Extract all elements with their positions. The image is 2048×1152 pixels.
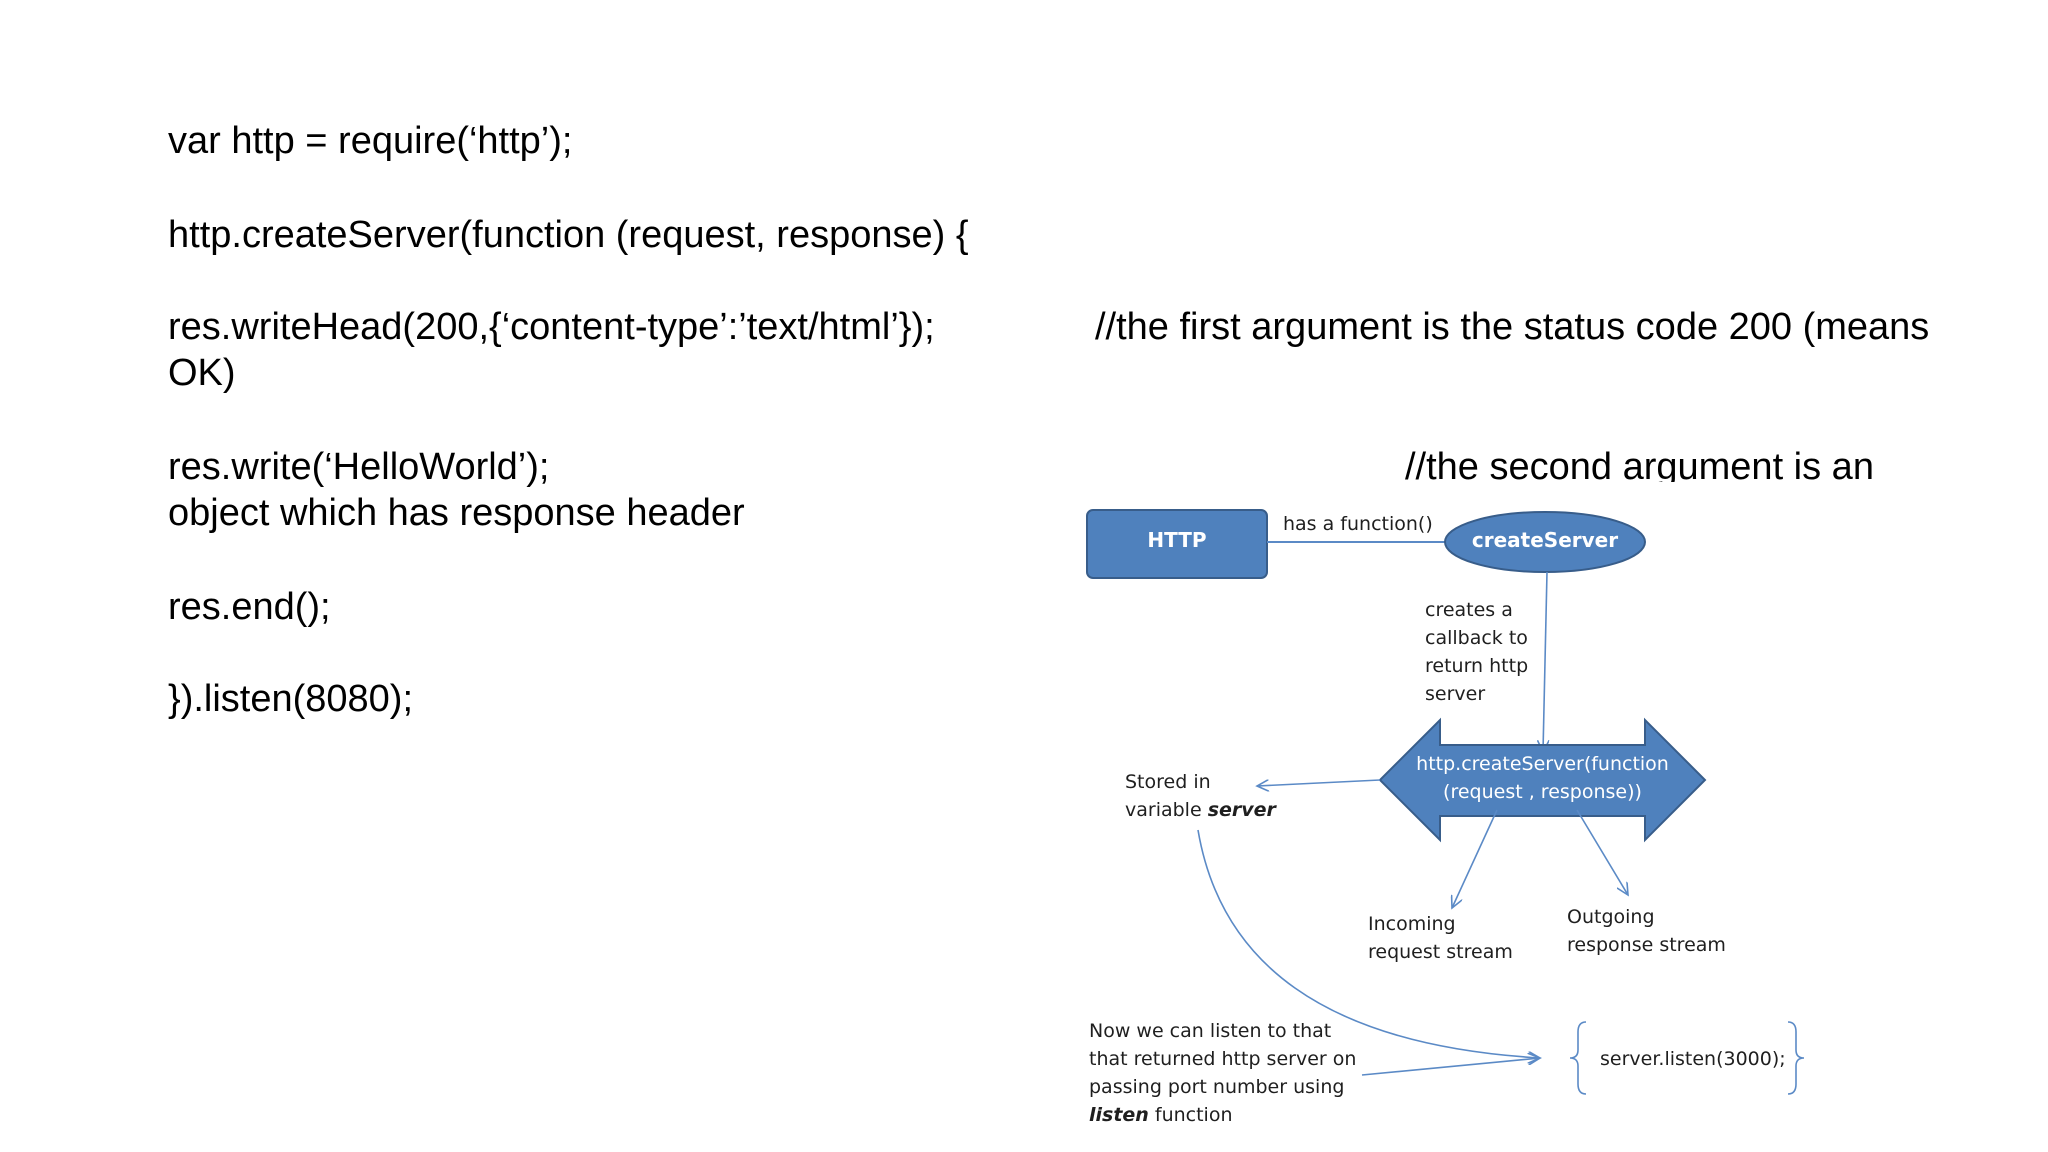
createserver-ellipse bbox=[1444, 511, 1646, 573]
outgoing-arrow bbox=[1576, 809, 1628, 895]
left-brace bbox=[1569, 1021, 1587, 1095]
listen-note-2: that returned http server on bbox=[1089, 1048, 1357, 1070]
code-line-write-wrap: object which has response header bbox=[168, 492, 745, 534]
server-curve-arrow bbox=[1197, 829, 1540, 1058]
callback-label-3: return http bbox=[1425, 655, 1529, 677]
right-brace bbox=[1787, 1021, 1805, 1095]
callback-label-1: creates a bbox=[1425, 599, 1513, 621]
listen-note-arrow bbox=[1361, 1058, 1540, 1076]
double-arrow-shape bbox=[1378, 717, 1707, 843]
listen-note-1: Now we can listen to that bbox=[1089, 1020, 1332, 1042]
stored-label-prefix: variable bbox=[1125, 799, 1208, 821]
stored-label-2: variable server bbox=[1125, 796, 1276, 824]
code-line-write: res.write(‘HelloWorld’); bbox=[168, 446, 550, 488]
code-line-require: var http = require(‘http’); bbox=[168, 120, 573, 162]
outgoing-label-1: Outgoing bbox=[1567, 906, 1655, 928]
server-listen-label: server.listen(3000); bbox=[1600, 1048, 1786, 1070]
http-box-label: HTTP bbox=[1147, 528, 1207, 552]
code-line-write-head: res.writeHead(200,{‘content-type’:’text/… bbox=[168, 306, 935, 348]
listen-note-suffix: function bbox=[1148, 1104, 1233, 1126]
comment-second-argument: //the second argument is an bbox=[1405, 446, 1874, 482]
callback-label-4: server bbox=[1425, 683, 1486, 705]
stored-arrow bbox=[1257, 779, 1381, 786]
listen-note-listen: listen bbox=[1089, 1104, 1149, 1126]
listen-note-3: passing port number using bbox=[1089, 1076, 1345, 1098]
incoming-arrow bbox=[1452, 809, 1498, 908]
code-line-end: res.end(); bbox=[168, 586, 331, 628]
code-line-listen: }).listen(8080); bbox=[168, 678, 414, 720]
listen-note-4: listen function bbox=[1089, 1101, 1233, 1129]
stored-label-1: Stored in bbox=[1125, 771, 1211, 793]
stored-label-server: server bbox=[1207, 799, 1276, 821]
code-line-create-server: http.createServer(function (request, res… bbox=[168, 214, 969, 256]
outgoing-label-2: response stream bbox=[1567, 934, 1726, 956]
createserver-down-arrow bbox=[1543, 571, 1547, 752]
incoming-label-2: request stream bbox=[1368, 941, 1513, 963]
double-arrow-label-2: (request , response)) bbox=[1443, 781, 1642, 803]
code-line-write-head-wrap: OK) bbox=[168, 352, 236, 394]
callback-label-2: callback to bbox=[1425, 627, 1528, 649]
has-function-label: has a function() bbox=[1283, 513, 1433, 535]
createserver-label: createServer bbox=[1471, 528, 1619, 552]
http-box bbox=[1086, 509, 1268, 579]
incoming-label-1: Incoming bbox=[1368, 913, 1456, 935]
double-arrow-label-1: http.createServer(function bbox=[1416, 753, 1669, 775]
comment-first-argument: //the first argument is the status code … bbox=[1095, 306, 1930, 348]
